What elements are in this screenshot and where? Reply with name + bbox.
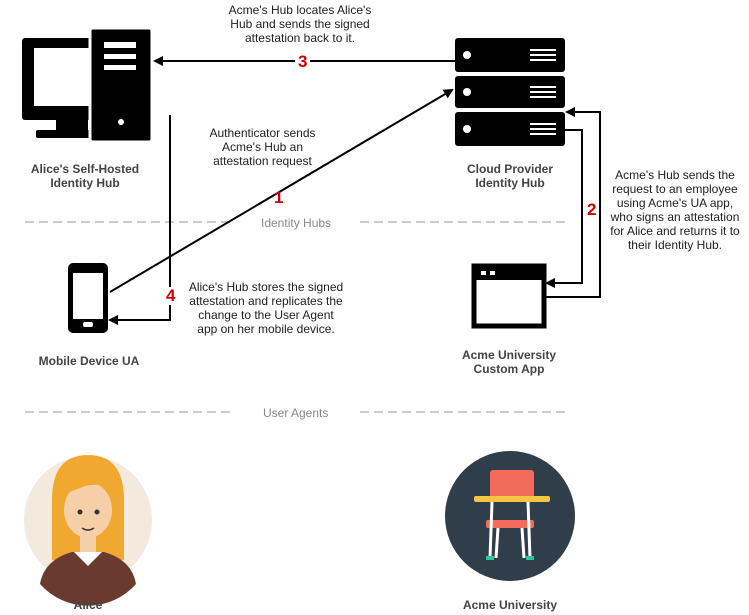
step2-arrow-back	[545, 107, 601, 298]
step4-annotation: Alice's Hub stores the signed attestatio…	[188, 280, 344, 336]
step-number-4: 4	[164, 286, 178, 305]
woman-avatar-icon	[24, 455, 152, 606]
desktop-computer-icon	[22, 26, 154, 144]
cloud-hub-label: Cloud Provider Identity Hub	[466, 162, 553, 190]
identity-hubs-section-label: Identity Hubs	[261, 216, 332, 230]
step4-arrow	[108, 115, 171, 325]
step-number-3: 3	[295, 53, 311, 71]
user-agents-section-label: User Agents	[263, 406, 329, 420]
alice-label: Alice	[73, 598, 103, 612]
server-rack-icon	[455, 38, 565, 146]
step3-annotation: Acme's Hub locates Alice's Hub and sends…	[228, 3, 372, 45]
step1-arrow	[109, 88, 454, 293]
step1-annotation: Authenticator sends Acme's Hub an attest…	[209, 126, 316, 168]
custom-app-label: Acme University Custom App	[461, 348, 557, 376]
step2-arrow-out	[545, 129, 583, 288]
school-chair-icon	[445, 451, 575, 581]
mobile-ua-label: Mobile Device UA	[38, 354, 140, 368]
app-window-icon	[471, 263, 547, 329]
step2-annotation: Acme's Hub sends the request to an emplo…	[610, 168, 740, 252]
self-hosted-hub-label: Alice's Self-Hosted Identity Hub	[30, 162, 140, 190]
acme-university-label: Acme University	[462, 598, 558, 612]
smartphone-icon	[68, 263, 108, 333]
step-number-2: 2	[587, 200, 597, 219]
step-number-1: 1	[274, 188, 284, 207]
